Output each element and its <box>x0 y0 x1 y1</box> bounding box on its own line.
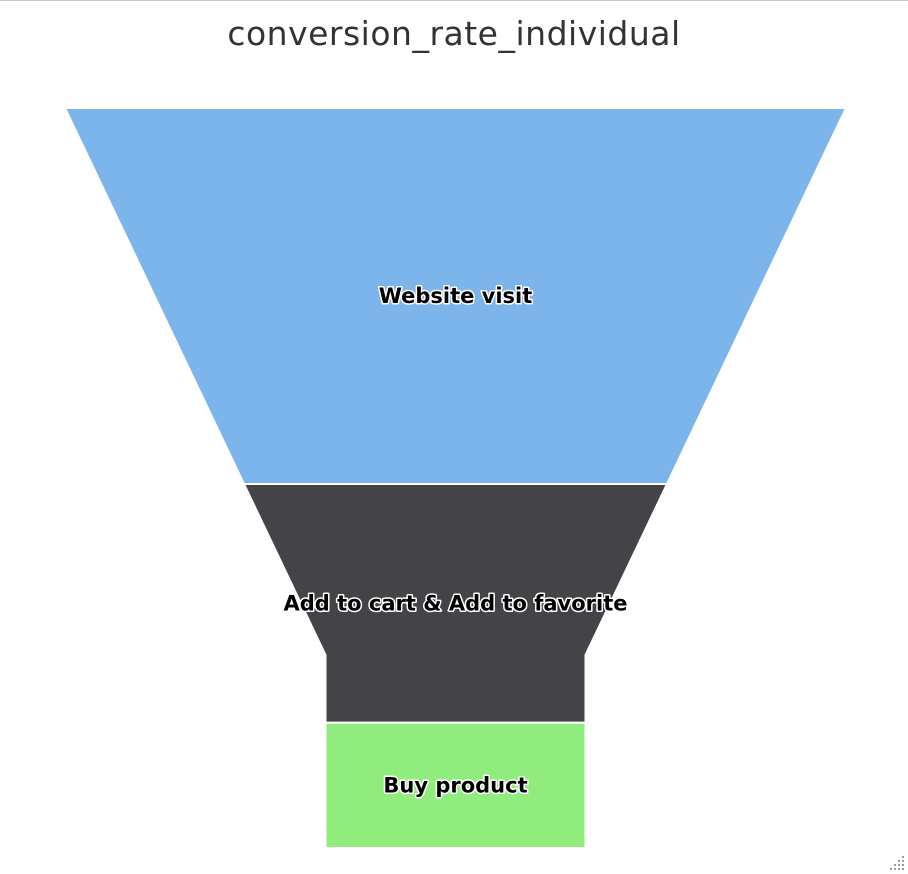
top-border <box>0 0 908 1</box>
resize-grip-icon[interactable] <box>886 852 906 872</box>
funnel-stage-label: Add to cart & Add to favorite <box>283 591 627 615</box>
funnel-stage-3[interactable] <box>324 721 587 849</box>
funnel-stage-label: Buy product <box>383 773 527 797</box>
chart-title: conversion_rate_individual <box>227 14 681 53</box>
funnel-stage-label: Website visit <box>379 284 533 308</box>
